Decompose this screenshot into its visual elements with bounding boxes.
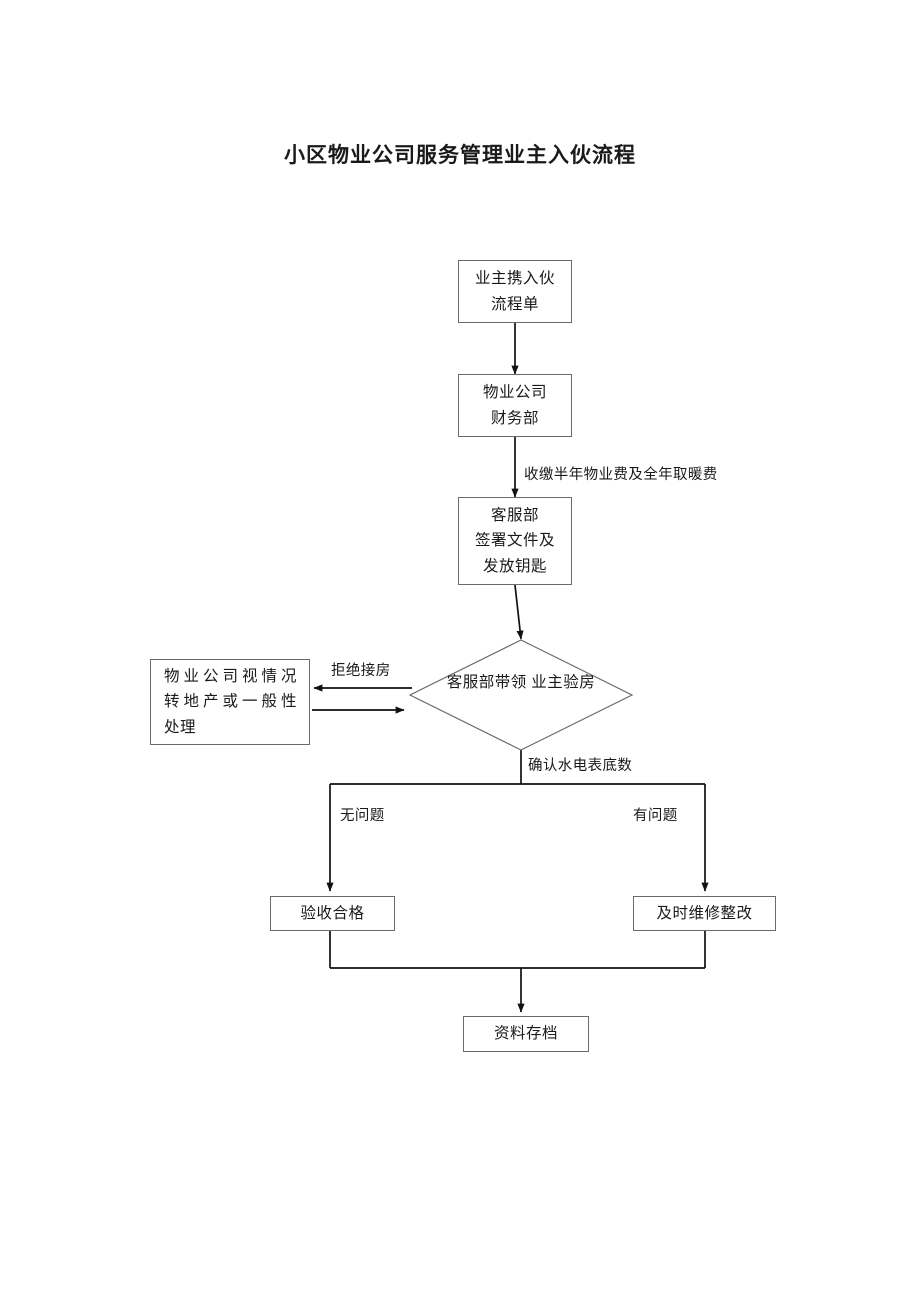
- node-line: 处理: [164, 718, 197, 736]
- node-line: 签署文件及: [474, 532, 555, 550]
- node-inspection-passed[interactable]: 验收合格: [270, 896, 395, 931]
- node-archive-documents[interactable]: 资料存档: [463, 1016, 589, 1052]
- node-line: 验收合格: [300, 904, 365, 922]
- decision-diamond-shape: [408, 639, 634, 751]
- edge-label-has-issue: 有问题: [633, 808, 678, 824]
- edge-label-confirm-meter-readings: 确认水电表底数: [528, 758, 633, 774]
- connector-n3-n4: [514, 584, 524, 640]
- node-line: 客服部: [490, 507, 539, 525]
- edge-label-no-issue: 无问题: [340, 808, 385, 824]
- node-line: 流程单: [490, 295, 539, 313]
- page-title: 小区物业公司服务管理业主入伙流程: [284, 144, 636, 167]
- node-line: 及时维修整改: [656, 904, 753, 922]
- node-line: 业主携入伙: [474, 270, 555, 288]
- node-line: 财务部: [490, 409, 539, 427]
- edge-label-fee-collection: 收缴半年物业费及全年取暖费: [524, 467, 718, 483]
- node-line: 资料存档: [493, 1025, 558, 1043]
- node-owner-intake-form[interactable]: 业主携入伙 流程单: [458, 260, 572, 323]
- edge-label-reject-handover: 拒绝接房: [331, 663, 391, 679]
- node-transfer-to-developer[interactable]: 物业公司视情况 转地产或一般性 处理: [150, 659, 310, 745]
- node-line: 物业公司: [482, 384, 547, 402]
- node-property-finance-dept[interactable]: 物业公司 财务部: [458, 374, 572, 437]
- node-line: 发放钥匙: [482, 557, 547, 575]
- node-line: 转地产或一般性: [164, 693, 297, 711]
- node-customer-service-sign-keys[interactable]: 客服部 签署文件及 发放钥匙: [458, 497, 572, 585]
- node-timely-repair-rectify[interactable]: 及时维修整改: [633, 896, 776, 931]
- node-line: 物业公司视情况: [164, 668, 297, 686]
